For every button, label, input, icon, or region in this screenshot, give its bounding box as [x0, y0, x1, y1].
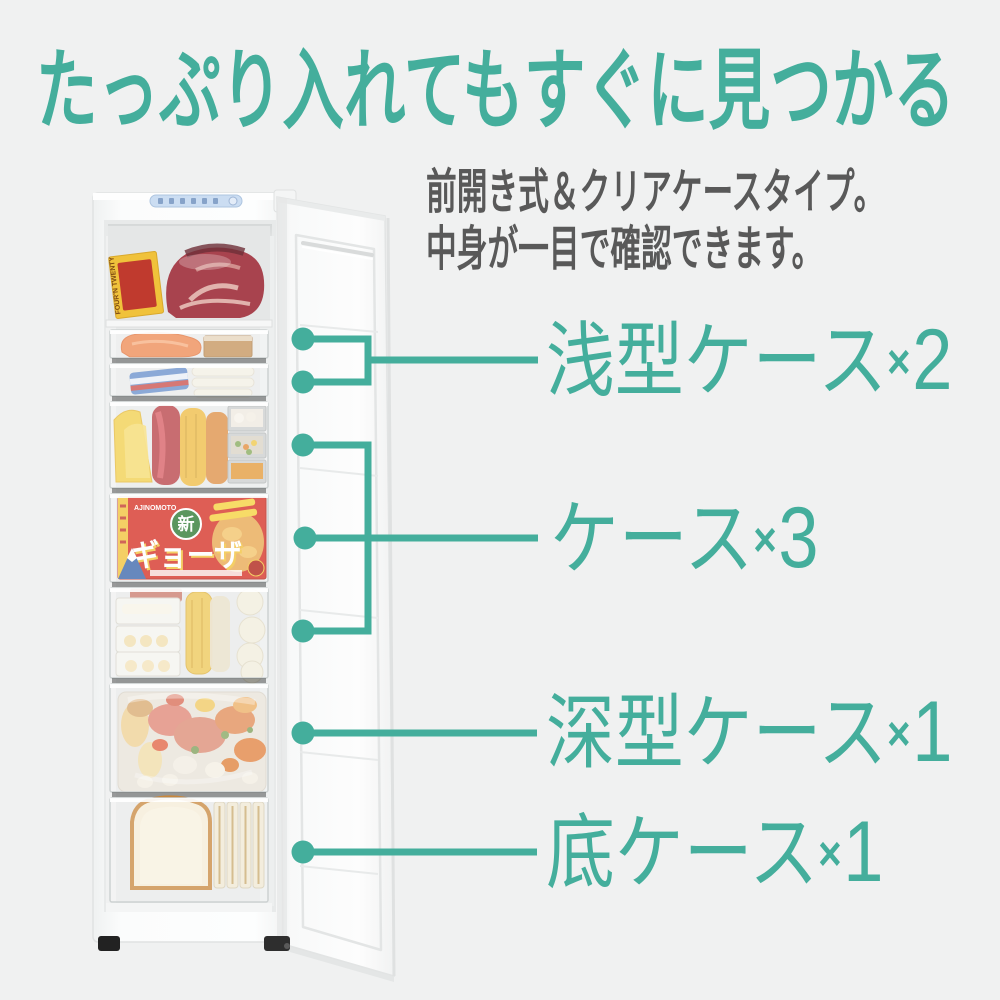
salmon-pack: [120, 332, 202, 358]
case-3: [109, 587, 269, 684]
label-count: 2: [912, 312, 953, 408]
subtitle-line-1: 前開き式＆クリアケースタイプ。: [426, 166, 885, 219]
label-count: 3: [778, 490, 819, 586]
label-times: ×: [818, 828, 844, 881]
callout-dot: [291, 721, 315, 745]
subtitle-line-2: 中身が一目で確認できます。: [426, 223, 823, 276]
label-times: ×: [886, 336, 913, 389]
door-inner-panel: [294, 233, 383, 952]
freezer-interior: FOUR'N TWENTY: [104, 220, 276, 912]
deep-case: [109, 683, 269, 793]
freezer-door: [264, 196, 396, 982]
callout-label-deep-case: 深型ケース×1: [546, 688, 952, 779]
label-count: 1: [843, 804, 884, 900]
callout-dot: [291, 840, 315, 864]
label-times: ×: [753, 514, 779, 567]
label-text: ケース: [550, 494, 754, 585]
rice-cake-rolls: [191, 366, 255, 398]
shallow-case-1: [109, 329, 269, 359]
callout-dot: [291, 619, 315, 643]
pale-food-pack: [210, 596, 230, 672]
control-panel: [149, 194, 243, 208]
bottom-case: [109, 795, 269, 903]
page-title: たっぷり入れてもすぐに見つかる: [36, 41, 956, 140]
callout-label-cases: ケース×3: [550, 494, 819, 585]
sandwiches: [213, 801, 265, 889]
canned-food: [129, 367, 189, 395]
label-count: 1: [912, 684, 953, 780]
door-handle-groove: [301, 241, 374, 257]
callout-dot: [293, 526, 317, 550]
subtitle: 前開き式＆クリアケースタイプ。 中身が一目で確認できます。: [426, 164, 884, 278]
stacked-trays: [227, 405, 267, 484]
gyoza-brand-label: AJINOMOTO: [134, 505, 177, 512]
cabinet-foot: [98, 936, 120, 951]
label-times: ×: [886, 708, 913, 761]
door-hinge-bottom: [264, 936, 290, 951]
callout-label-bottom-case: 底ケース×1: [546, 808, 883, 899]
label-text: 浅型ケース: [546, 316, 887, 407]
fuji-graphic: [118, 548, 146, 579]
meat-joint: [166, 243, 265, 318]
power-indicator: [228, 196, 238, 206]
callout-dot: [291, 327, 315, 351]
gyoza-name: ギョーザ: [131, 539, 242, 574]
stacked-containers: [115, 597, 181, 677]
label-text: 深型ケース: [546, 688, 887, 779]
fried-food-pack: [206, 412, 228, 484]
callout-dots: [291, 327, 317, 864]
top-shelf: FOUR'N TWENTY: [105, 226, 273, 328]
gyoza-new-badge: 新: [178, 514, 195, 534]
callout-dot: [291, 433, 315, 457]
callout-label-shallow-cases: 浅型ケース×2: [546, 316, 952, 407]
callout-connectors: [303, 335, 538, 856]
label-text: 底ケース: [546, 808, 819, 899]
shallow-case-2: [109, 363, 269, 398]
callout-dot: [291, 370, 315, 394]
case-1: [109, 401, 269, 489]
pie-box: FOUR'N TWENTY: [108, 251, 164, 319]
gyoza-name-shadow: ギョーザ: [133, 541, 244, 576]
case-2-gyoza: AJINOMOTO 新 ギョーザ ギョーザ: [109, 493, 269, 583]
